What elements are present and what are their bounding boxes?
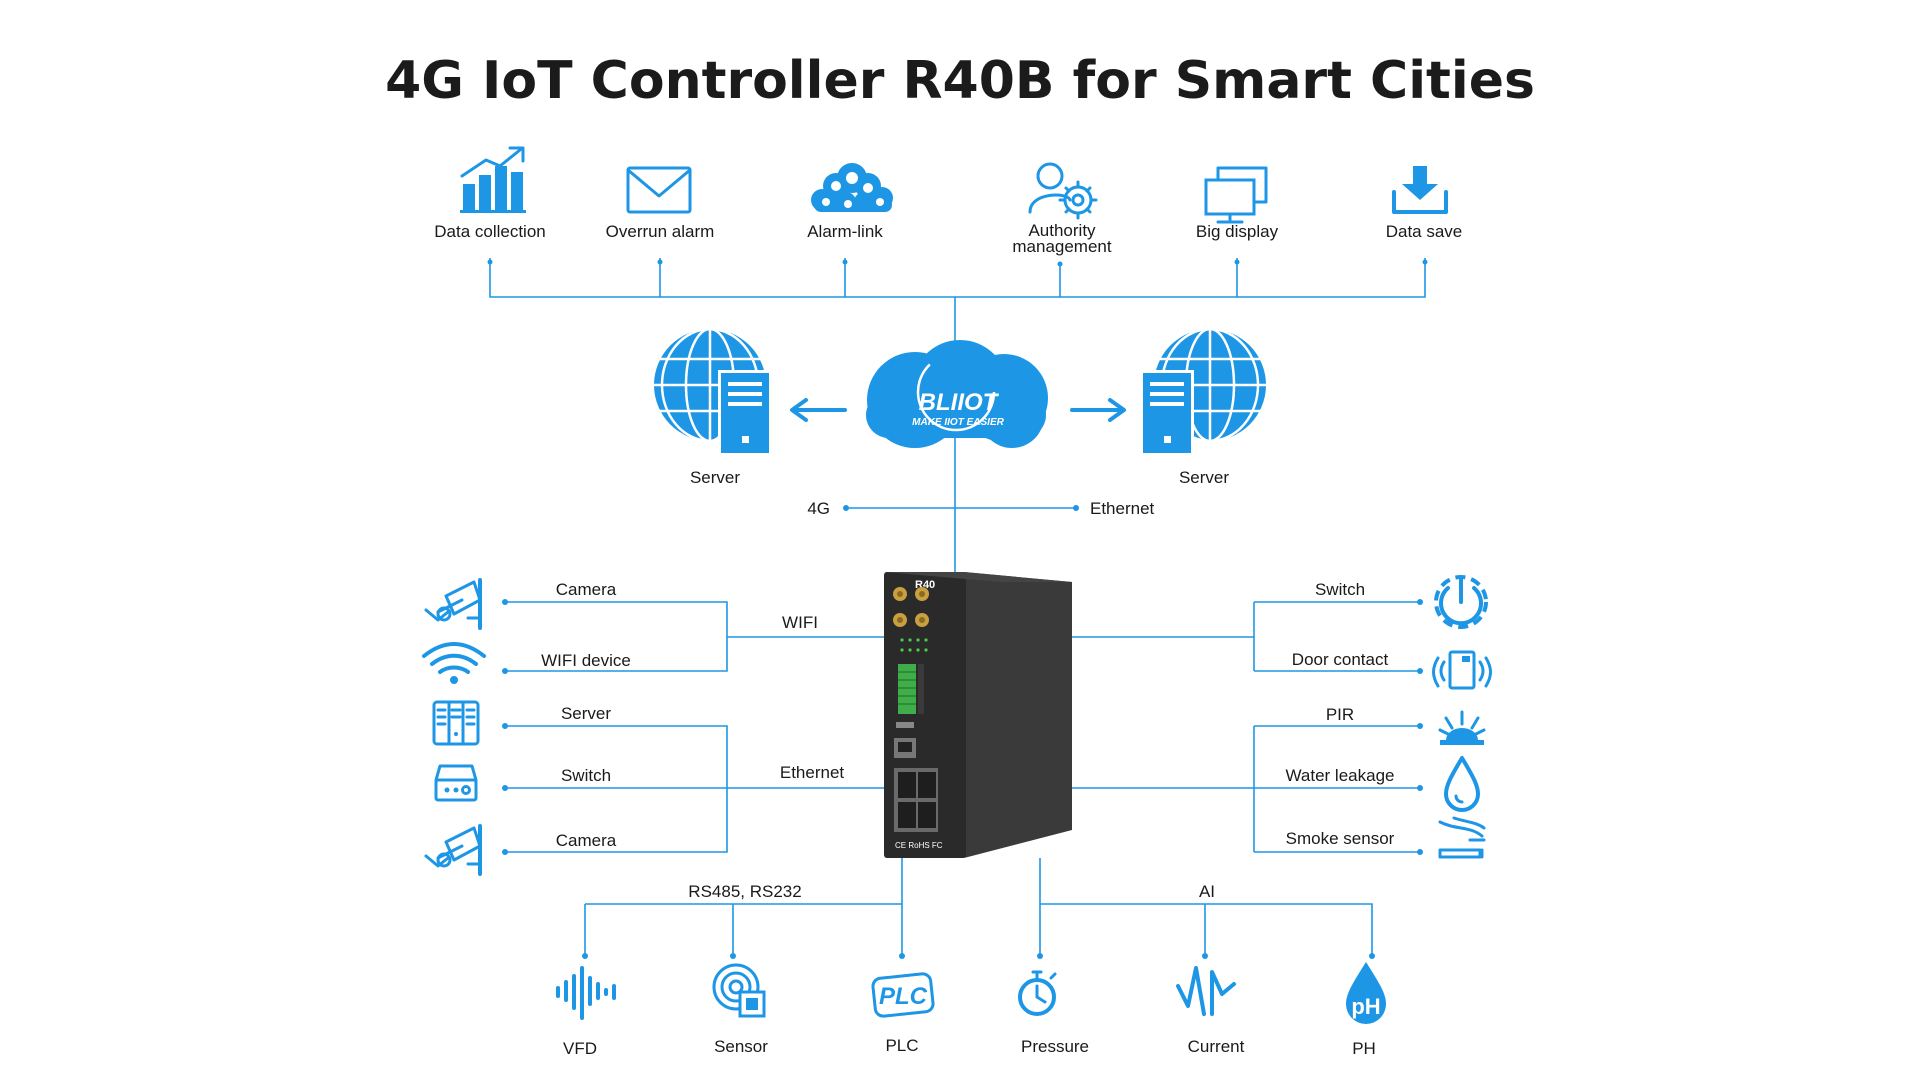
envelope-icon <box>626 166 692 214</box>
cloud-icon <box>866 340 1048 448</box>
smoke-icon <box>1438 816 1486 859</box>
feature-label-overrun-alarm: Overrun alarm <box>606 222 715 241</box>
stopwatch-gauge-icon <box>1018 970 1057 1016</box>
right-item-door-label: Door contact <box>1292 650 1389 669</box>
uplink-labels: 4G Ethernet <box>807 499 1154 518</box>
cloud-brand: BLIIOT <box>919 389 1000 416</box>
feature-label-data-collection: Data collection <box>434 222 546 241</box>
left-arrow-icon <box>790 398 847 422</box>
download-tray-icon <box>1392 166 1448 214</box>
ph-badge-text: pH <box>1351 994 1380 1019</box>
link-4g-label: 4G <box>807 499 830 518</box>
globe-server-icon <box>652 327 772 456</box>
server-right-label: Server <box>1179 468 1229 487</box>
wifi-item-device-label: WIFI device <box>541 651 631 670</box>
right-arrow-icon <box>1070 398 1126 422</box>
server-right: Server <box>1140 327 1268 487</box>
wifi-link-label: WIFI <box>782 613 818 632</box>
ethernet-item-camera-label: Camera <box>556 831 617 850</box>
network-switch-icon <box>434 764 478 802</box>
dual-monitor-icon <box>1204 166 1268 224</box>
analog-group: AI Pressure Current PH pH <box>1018 858 1386 1058</box>
big-display-feature: Big display <box>1196 166 1279 241</box>
ph-drop-icon: pH <box>1346 962 1386 1024</box>
analog-item-pressure-label: Pressure <box>1021 1037 1089 1056</box>
wifi-icon <box>422 642 486 684</box>
feature-label-data-save: Data save <box>1386 222 1463 241</box>
di-sensor-group: Switch Door contact <box>1072 575 1492 690</box>
right-item-smoke-label: Smoke sensor <box>1286 829 1395 848</box>
bliiot-cloud: BLIIOT MAKE IIOT EASIER <box>866 340 1048 448</box>
serial-item-vfd-label: VFD <box>563 1039 597 1058</box>
sensor-icon <box>712 963 766 1018</box>
plc-badge-text: PLC <box>879 983 928 1010</box>
right-item-water-label: Water leakage <box>1286 766 1395 785</box>
server-rack-icon <box>432 700 480 746</box>
server-left: Server <box>652 327 772 487</box>
link-ethernet-label: Ethernet <box>1090 499 1155 518</box>
feature-label-authority-line1: Authority <box>1028 221 1096 240</box>
motion-alarm-icon <box>1438 710 1486 745</box>
serial-group: RS485, RS232 VFD Sensor PLC PLC <box>556 858 935 1058</box>
feature-label-big-display: Big display <box>1196 222 1279 241</box>
alarm-link-feature: Alarm-link <box>807 163 893 241</box>
globe-server-icon <box>1140 327 1268 456</box>
right-item-pir-label: PIR <box>1326 705 1354 724</box>
right-item-switch-label: Switch <box>1315 580 1365 599</box>
authority-management-feature: Authority management <box>1012 162 1112 256</box>
device-cert-marks: CE RoHS FC <box>895 841 943 850</box>
di-sensor-group-2: PIR Water leakage Smoke sensor <box>1072 705 1486 859</box>
cloud-slogan: MAKE IIOT EASIER <box>912 417 1004 428</box>
security-camera-icon <box>424 578 482 630</box>
ethernet-group: Ethernet Server Switch Camera <box>424 700 884 876</box>
r40-controller-device: R40 CE RoHS FC <box>884 572 1072 858</box>
analog-item-ph-label: PH <box>1352 1039 1376 1058</box>
ethernet-item-switch-label: Switch <box>561 766 611 785</box>
analog-item-current-label: Current <box>1188 1037 1245 1056</box>
ethernet-item-server-label: Server <box>561 704 611 723</box>
feature-label-authority-line2: management <box>1012 237 1112 256</box>
user-gear-icon <box>1028 162 1098 220</box>
wifi-item-camera-label: Camera <box>556 580 617 599</box>
sound-wave-icon <box>556 966 616 1020</box>
serial-item-plc-label: PLC <box>885 1036 918 1055</box>
serial-link-label: RS485, RS232 <box>688 882 801 901</box>
bar-chart-growth-icon <box>460 146 526 213</box>
overrun-alarm-feature: Overrun alarm <box>606 166 715 241</box>
serial-item-sensor-label: Sensor <box>714 1037 768 1056</box>
analog-link-label: AI <box>1199 882 1215 901</box>
water-drop-icon <box>1444 756 1480 812</box>
page-title: 4G IoT Controller R40B for Smart Cities <box>385 51 1535 111</box>
gears-cloud-icon <box>811 163 893 212</box>
power-button-icon <box>1434 575 1488 629</box>
data-collection-feature: Data collection <box>434 146 546 241</box>
ethernet-link-label: Ethernet <box>780 763 845 782</box>
door-sensor-icon <box>1432 650 1492 690</box>
server-left-label: Server <box>690 468 740 487</box>
plc-badge-icon: PLC <box>871 972 935 1018</box>
security-camera-icon <box>424 824 482 876</box>
data-save-feature: Data save <box>1386 166 1463 241</box>
feature-label-alarm-link: Alarm-link <box>807 222 883 241</box>
current-wave-icon <box>1176 966 1236 1016</box>
wifi-group: WIFI Camera WIFI device <box>422 578 884 684</box>
